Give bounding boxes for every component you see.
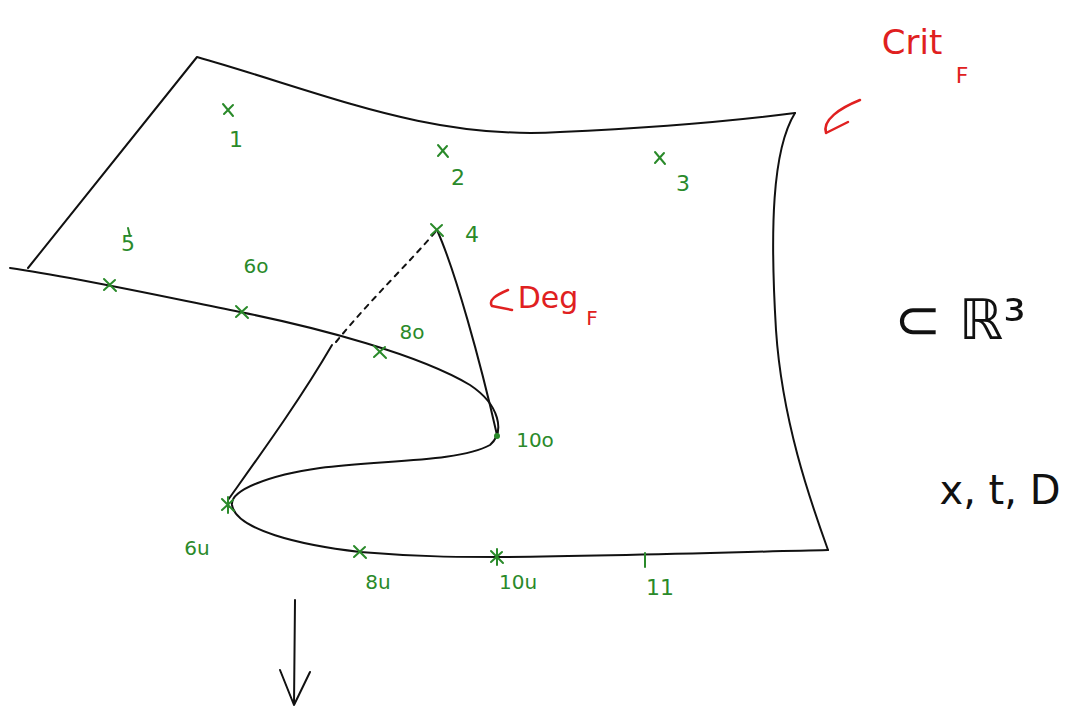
callout-number: 3 (676, 173, 690, 195)
hidden-line (336, 230, 437, 342)
callout-number: 8u (365, 572, 390, 592)
fold-line (228, 345, 332, 500)
fold-line (437, 230, 497, 435)
callout-number: 8o (400, 322, 425, 342)
callout-number: 10u (499, 572, 537, 592)
space-label: ⊂ ℝ³ (894, 292, 1026, 348)
point-mark (223, 104, 233, 116)
point-mark (494, 433, 500, 439)
surface-edge (28, 57, 795, 268)
coordinate-label: x, t, D (939, 470, 1060, 510)
projection-arrow (280, 600, 310, 705)
set-label: Deg (518, 283, 579, 313)
point-mark (438, 145, 448, 157)
pointer-arrow (825, 100, 860, 133)
point-mark (431, 224, 443, 236)
fold-curve (10, 268, 828, 557)
point-mark (222, 497, 234, 513)
surface-edge (773, 113, 828, 550)
callout-number: 6o (244, 256, 269, 276)
point-mark (655, 152, 665, 164)
callout-number: 5 (121, 233, 135, 255)
set-subscript: F (956, 65, 969, 87)
callout-number: 6u (184, 538, 209, 558)
callout-number: 2 (451, 167, 465, 189)
point-mark (644, 553, 646, 567)
point-mark (374, 346, 386, 358)
point-mark (354, 546, 366, 558)
point-mark (491, 549, 503, 565)
set-label: Crit (882, 25, 943, 59)
callout-number: 11 (646, 577, 674, 599)
point-mark (104, 279, 116, 291)
pointer-arrow (491, 290, 512, 310)
point-mark (236, 306, 248, 318)
callout-number: 1 (229, 129, 243, 151)
callout-number: 10o (516, 430, 554, 450)
set-subscript: F (586, 308, 598, 328)
callout-number: 4 (465, 224, 479, 246)
